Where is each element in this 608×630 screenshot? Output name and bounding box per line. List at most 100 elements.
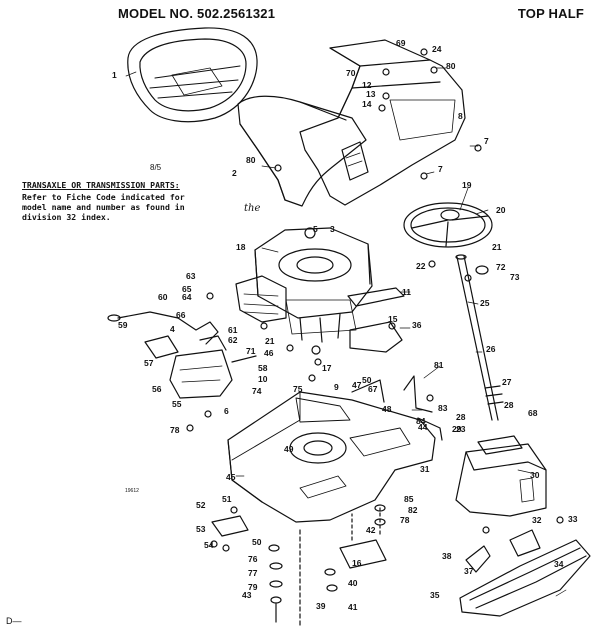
callout-59: 59 bbox=[118, 320, 128, 330]
callout-76: 76 bbox=[248, 554, 258, 564]
callout-46: 46 bbox=[264, 348, 274, 358]
callout-58: 58 bbox=[258, 363, 268, 373]
callout-72: 72 bbox=[496, 262, 506, 272]
callout-78-2: 78 bbox=[400, 515, 410, 525]
callout-17: 17 bbox=[322, 363, 332, 373]
note-line-2: model name and number as found in bbox=[22, 202, 185, 212]
callout-21-2: 21 bbox=[265, 336, 275, 346]
callout-13: 13 bbox=[366, 89, 376, 99]
callout-69: 69 bbox=[396, 38, 406, 48]
callout-26: 26 bbox=[486, 344, 496, 354]
note-line-3: division 32 index. bbox=[22, 212, 111, 222]
callout-49: 49 bbox=[284, 444, 294, 454]
callout-55: 55 bbox=[172, 399, 182, 409]
callout-25: 25 bbox=[480, 298, 490, 308]
callout-8: 8 bbox=[458, 111, 463, 121]
callout-63: 63 bbox=[186, 271, 196, 281]
callout-70: 70 bbox=[346, 68, 356, 78]
callout-53: 53 bbox=[196, 524, 206, 534]
callout-48: 48 bbox=[382, 404, 392, 414]
callout-79: 79 bbox=[248, 582, 258, 592]
callout-4: 4 bbox=[170, 324, 175, 334]
engine-bracket-part bbox=[347, 287, 405, 353]
callout-20: 20 bbox=[496, 205, 506, 215]
callout-51: 51 bbox=[222, 494, 232, 504]
callout-24: 24 bbox=[432, 44, 442, 54]
console-cover-part bbox=[455, 435, 547, 517]
callout-5: 5 bbox=[313, 224, 318, 234]
callout-34: 34 bbox=[554, 559, 564, 569]
steering-wheel-part bbox=[403, 202, 493, 248]
callout-27: 27 bbox=[502, 377, 512, 387]
section-label: TOP HALF bbox=[517, 6, 584, 21]
callout-36: 36 bbox=[412, 320, 422, 330]
hardware-stack-left bbox=[268, 544, 283, 623]
callout-84: 84 bbox=[416, 416, 426, 426]
callout-73: 73 bbox=[510, 272, 520, 282]
callout-7: 7 bbox=[484, 136, 489, 146]
callout-43: 43 bbox=[242, 590, 252, 600]
note-heading: TRANSAXLE OR TRANSMISSION PARTS: bbox=[22, 180, 180, 190]
callout-22: 22 bbox=[416, 261, 426, 271]
callout-31: 31 bbox=[420, 464, 430, 474]
page-mark: 8/5 bbox=[150, 163, 162, 172]
handwritten-note: the bbox=[244, 203, 261, 214]
callout-64: 64 bbox=[182, 292, 192, 302]
callout-7-2: 7 bbox=[438, 164, 443, 174]
callout-29: 29 bbox=[452, 424, 462, 434]
callout-74: 74 bbox=[252, 386, 262, 396]
callout-83: 83 bbox=[438, 403, 448, 413]
callout-57: 57 bbox=[144, 358, 154, 368]
callout-39: 39 bbox=[316, 601, 326, 611]
note-line-1: Refer to Fiche Code indicated for bbox=[22, 192, 185, 202]
callout-60: 60 bbox=[158, 292, 168, 302]
callout-35: 35 bbox=[430, 590, 440, 600]
callout-47: 47 bbox=[352, 380, 362, 390]
callout-56: 56 bbox=[152, 384, 162, 394]
callout-33: 33 bbox=[568, 514, 578, 524]
callout-41: 41 bbox=[348, 602, 358, 612]
callout-78: 78 bbox=[170, 425, 180, 435]
seat-part bbox=[127, 27, 258, 123]
callout-82: 82 bbox=[408, 505, 418, 515]
callout-66: 66 bbox=[176, 310, 186, 320]
callout-80-2: 80 bbox=[246, 155, 256, 165]
callout-30: 30 bbox=[530, 470, 540, 480]
callout-71: 71 bbox=[246, 346, 256, 356]
linkage-rod-part bbox=[351, 375, 443, 441]
callout-45: 45 bbox=[226, 472, 236, 482]
callout-77: 77 bbox=[248, 568, 258, 578]
callout-67: 67 bbox=[368, 384, 378, 394]
tiny-code: 19612 bbox=[125, 488, 139, 494]
callout-1: 1 bbox=[112, 70, 117, 80]
small-hardware-parts bbox=[186, 48, 564, 548]
callout-80: 80 bbox=[446, 61, 456, 71]
brake-bracket-part bbox=[169, 335, 257, 399]
callout-2: 2 bbox=[232, 168, 237, 178]
callout-54: 54 bbox=[204, 540, 214, 550]
callout-40: 40 bbox=[348, 578, 358, 588]
hardware-stack-center bbox=[299, 504, 387, 629]
callout-81: 81 bbox=[434, 360, 444, 370]
callout-21: 21 bbox=[492, 242, 502, 252]
fender-part bbox=[237, 95, 367, 207]
dash-panel-part bbox=[299, 39, 466, 206]
callout-28: 28 bbox=[504, 400, 514, 410]
callout-23: 23 bbox=[456, 424, 466, 434]
callout-16: 16 bbox=[352, 558, 362, 568]
callout-6: 6 bbox=[224, 406, 229, 416]
callout-18: 18 bbox=[236, 242, 246, 252]
left-hardware-part bbox=[211, 506, 249, 552]
callout-50-2: 50 bbox=[362, 375, 372, 385]
callout-42: 42 bbox=[366, 525, 376, 535]
model-number-title: MODEL NO. 502.2561321 bbox=[118, 6, 276, 21]
steering-shaft-part bbox=[455, 254, 504, 421]
callout-37: 37 bbox=[464, 566, 474, 576]
callout-61: 61 bbox=[228, 325, 238, 335]
callout-68: 68 bbox=[528, 408, 538, 418]
callout-32: 32 bbox=[532, 515, 542, 525]
frame-part bbox=[227, 391, 436, 523]
corner-mark: D— bbox=[6, 616, 22, 626]
engine-part bbox=[235, 227, 373, 343]
